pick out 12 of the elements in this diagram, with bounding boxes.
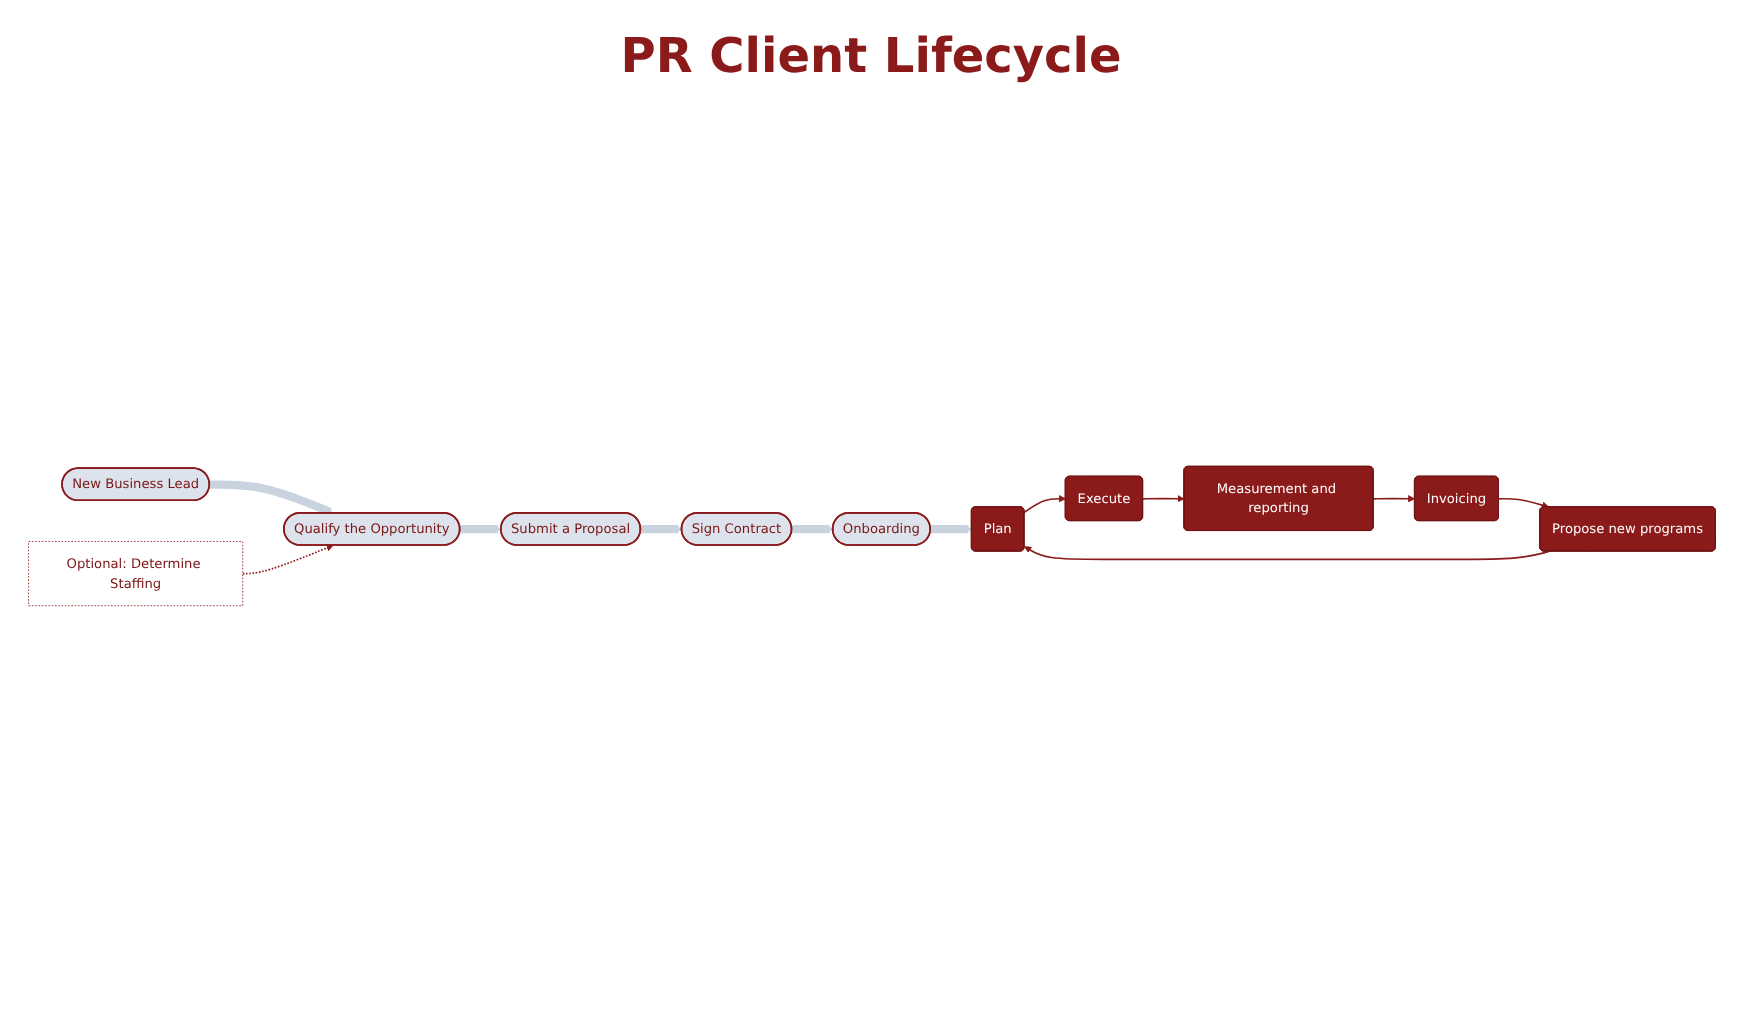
arrow <box>1022 495 1065 514</box>
arrow <box>638 524 682 534</box>
arrow <box>1497 497 1549 509</box>
diagram-title: PR Client Lifecycle <box>618 28 1124 84</box>
arrow <box>208 480 333 516</box>
arrow <box>1371 495 1415 503</box>
arrow <box>458 524 501 534</box>
arrow <box>1141 495 1184 503</box>
arrow <box>240 544 333 575</box>
arrow <box>1023 546 1549 561</box>
arrow <box>928 524 972 534</box>
arrow <box>790 524 833 534</box>
